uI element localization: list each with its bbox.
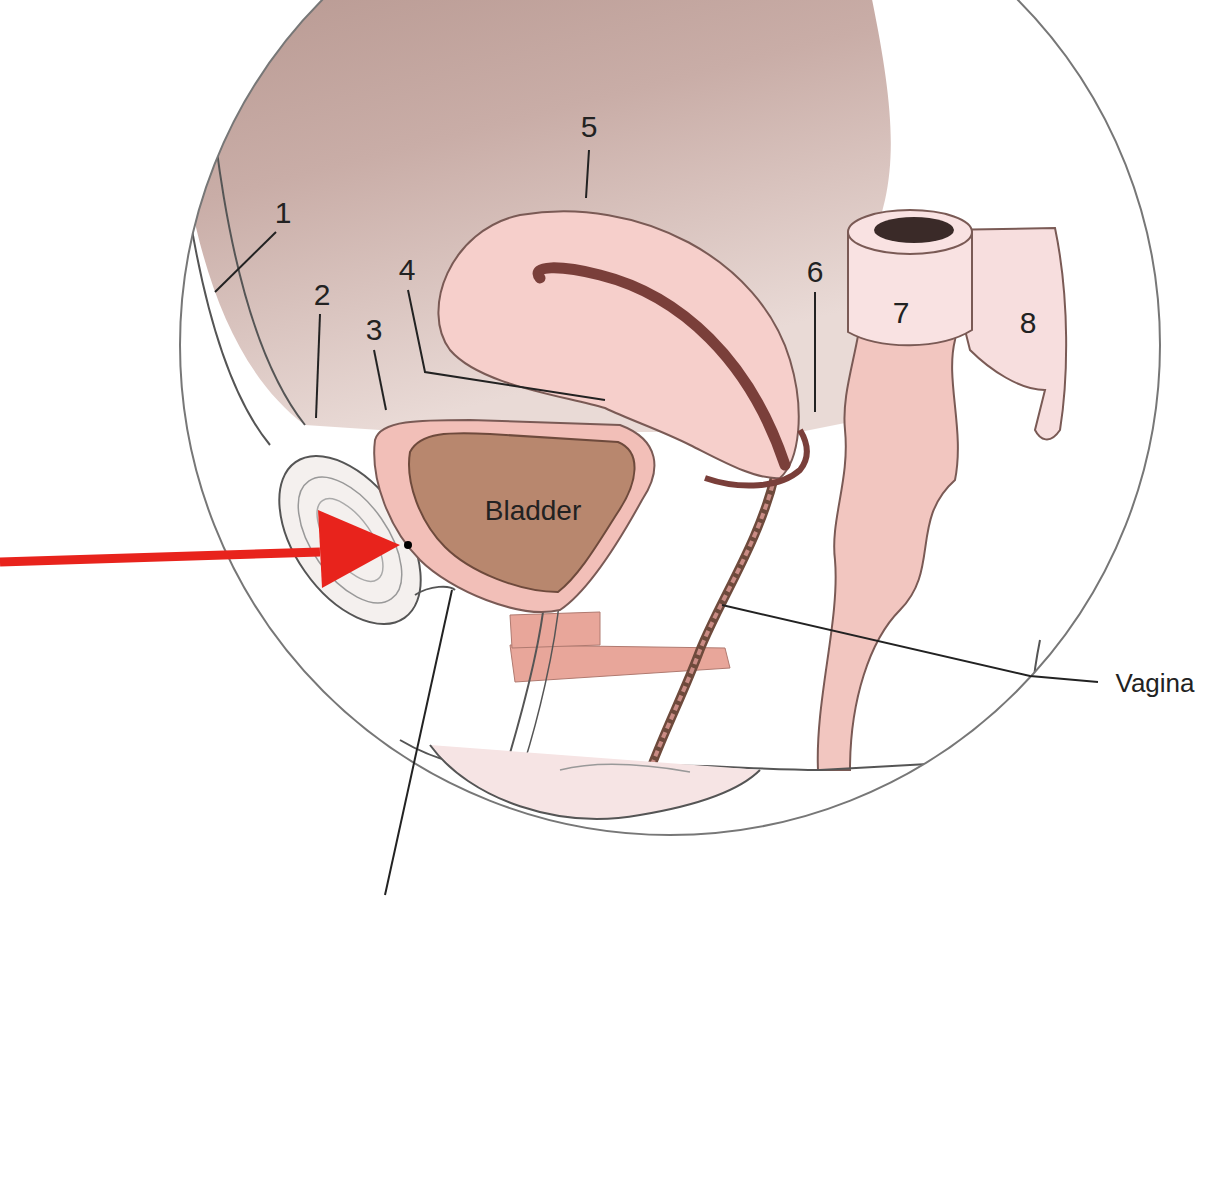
callout-number: 3 [366, 315, 383, 345]
callout-number: 8 [1020, 308, 1037, 338]
callout-number: 1 [275, 198, 292, 228]
callout-number: 5 [581, 112, 598, 142]
callout-number: 2 [314, 280, 331, 310]
callout-number: 4 [399, 255, 416, 285]
callout-number: 7 [893, 298, 910, 328]
organ-label: Vagina [1115, 670, 1194, 696]
callout-number: 6 [807, 257, 824, 287]
organ-label: Bladder [485, 497, 582, 525]
